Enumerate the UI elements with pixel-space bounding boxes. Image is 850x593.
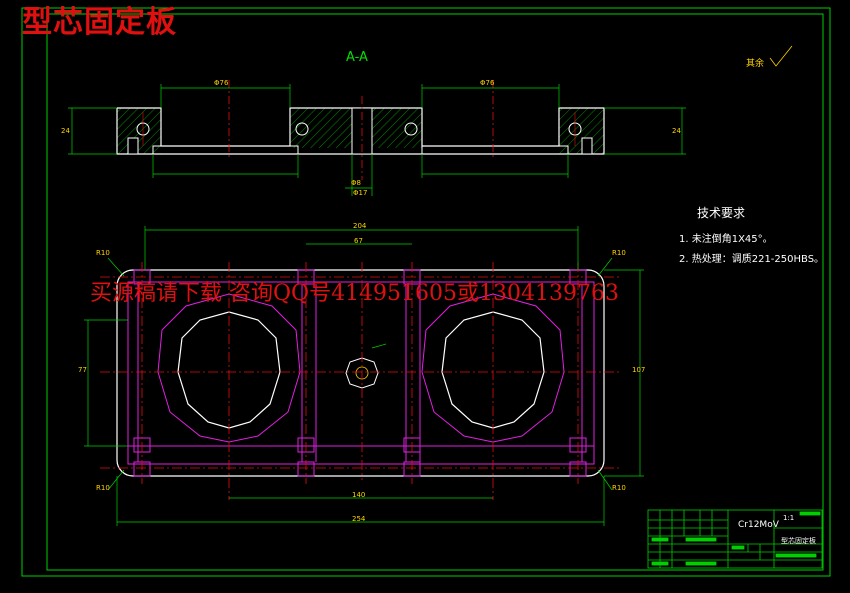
title-block-scale: 1:1 — [783, 514, 795, 522]
dim-radius-bl: R10 — [96, 484, 110, 492]
title-block-material: Cr12MoV — [738, 520, 779, 530]
title-block-name: 型芯固定板 — [781, 537, 816, 545]
tech-requirement-1: 1. 未注倒角1X45°。 — [679, 234, 773, 245]
drawing-title: 型芯固定板 — [22, 5, 177, 40]
roughness-symbol — [769, 45, 793, 67]
title-block — [647, 509, 823, 569]
dim-right-bore: Φ76 — [480, 79, 495, 87]
tech-requirement-2: 2. 热处理：调质221-250HBS。 — [679, 254, 825, 265]
section-label: A-A — [346, 50, 368, 65]
dim-width: 107 — [632, 366, 646, 374]
dim-top-span: 204 — [353, 222, 367, 230]
section-view — [68, 80, 686, 196]
dim-left-height: 24 — [61, 127, 70, 135]
dim-radius-tr: R10 — [612, 249, 626, 257]
dim-slot: 67 — [354, 237, 363, 245]
dim-overall-length: 254 — [352, 515, 366, 523]
inner-frame — [46, 13, 824, 571]
plate-outline — [116, 269, 605, 477]
tech-requirements-heading: 技术要求 — [697, 206, 746, 220]
dim-right-height: 24 — [672, 127, 681, 135]
dim-centre-distance: 140 — [352, 491, 366, 499]
dim-radius-br: R10 — [612, 484, 626, 492]
dim-inner-width: 77 — [78, 366, 87, 374]
plan-view — [84, 226, 644, 526]
dim-center-hole: Φ17 — [353, 189, 368, 197]
dim-radius-tl: R10 — [96, 249, 110, 257]
roughness-note: 其余 — [746, 59, 765, 69]
hatch-left — [117, 108, 161, 154]
dim-left-bore: Φ76 — [214, 79, 229, 87]
outer-frame — [21, 7, 831, 577]
inner-rect — [127, 281, 595, 465]
watermark-text: 买源稿请下载 咨询QQ号414951605或1304139763 — [90, 281, 620, 306]
dim-center-hole-small: Φ8 — [351, 179, 361, 187]
